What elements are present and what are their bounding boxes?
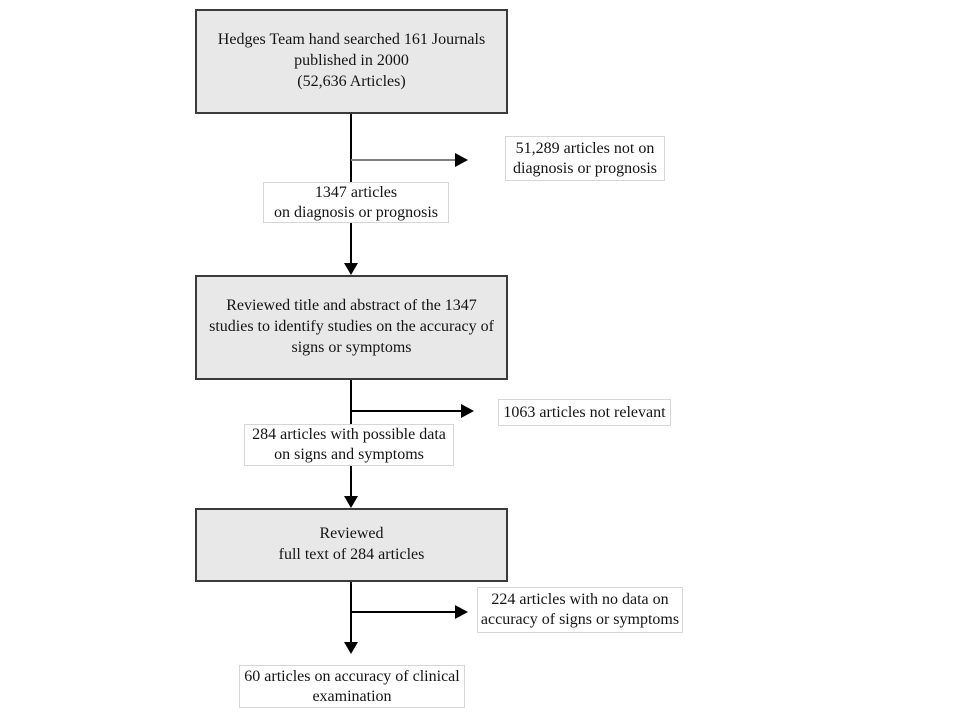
arrowhead-branch-3 [455,605,468,619]
excluded-label-1063: 1063 articles not relevant [498,399,671,426]
flow-box-full-text-review: Reviewed full text of 284 articles [195,508,508,582]
arrowhead-branch-2 [461,404,474,418]
flow-box-title-abstract-review: Reviewed title and abstract of the 1347 … [195,275,508,380]
arrowhead-branch-1 [455,153,468,167]
arrowhead-down-1 [344,263,358,275]
included-label-284: 284 articles with possible data on signs… [244,424,454,466]
arrow-line-branch-1 [351,159,455,161]
arrowhead-down-3 [344,642,358,654]
included-label-1347: 1347 articles on diagnosis or prognosis [263,182,449,223]
flow-box-hand-search: Hedges Team hand searched 161 Journals p… [195,9,508,114]
arrow-line-branch-3 [351,611,455,613]
included-label-60: 60 articles on accuracy of clinical exam… [239,665,465,708]
arrow-line-branch-2 [351,410,461,412]
arrowhead-down-2 [344,496,358,508]
excluded-label-51289: 51,289 articles not on diagnosis or prog… [505,136,665,181]
excluded-label-224: 224 articles with no data on accuracy of… [477,587,683,633]
